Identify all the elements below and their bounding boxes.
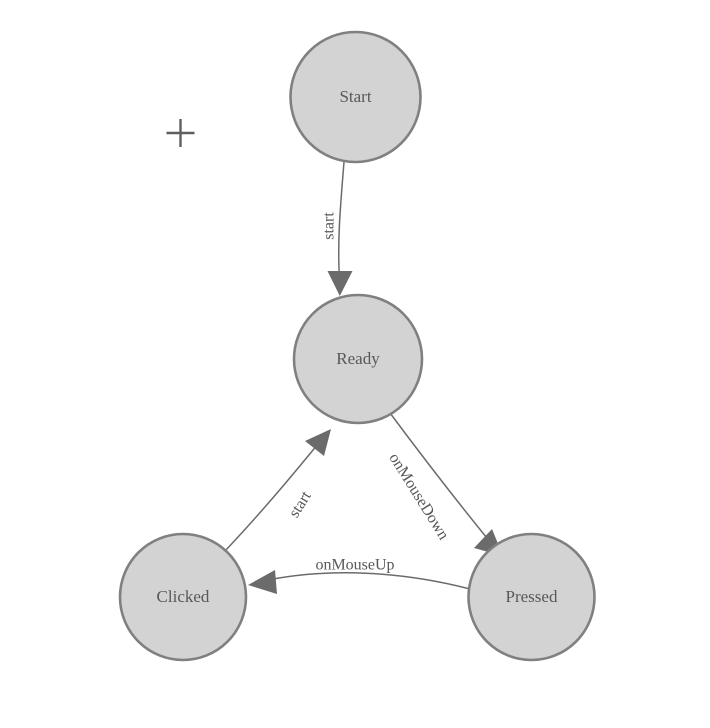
- node-start[interactable]: Start: [289, 30, 422, 164]
- edge-start-to-ready-label: start: [321, 212, 338, 240]
- node-start-label: Start: [339, 87, 371, 106]
- node-ready-circle: [292, 293, 424, 425]
- edge-pressed-to-clicked-path: [267, 572, 471, 590]
- edge-pressed-to-clicked[interactable]: onMouseUp: [248, 557, 471, 594]
- node-start-circle: [289, 30, 422, 164]
- node-pressed[interactable]: Pressed: [467, 532, 596, 662]
- node-clicked[interactable]: Clicked: [118, 532, 248, 662]
- edge-start-to-ready[interactable]: start: [321, 161, 353, 296]
- node-clicked-label: Clicked: [157, 587, 210, 606]
- edge-clicked-to-ready-arrowhead: [305, 429, 331, 456]
- edge-pressed-to-clicked-arrowhead: [248, 570, 277, 594]
- edge-ready-to-pressed[interactable]: onMouseDown: [385, 412, 503, 556]
- edge-clicked-to-ready-label: start: [286, 488, 315, 521]
- edge-start-to-ready-path: [337, 161, 345, 279]
- node-pressed-label: Pressed: [506, 587, 558, 606]
- edge-start-to-ready-arrowhead: [327, 271, 353, 296]
- node-ready-label: Ready: [336, 349, 380, 368]
- edge-ready-to-pressed-path: [389, 412, 492, 544]
- edge-ready-to-pressed-label: onMouseDown: [385, 450, 452, 543]
- edge-pressed-to-clicked-label: onMouseUp: [315, 557, 394, 574]
- node-pressed-circle: [467, 532, 596, 662]
- edge-clicked-to-ready-path: [223, 443, 319, 553]
- edge-clicked-to-ready[interactable]: start: [223, 429, 331, 553]
- node-ready[interactable]: Ready: [292, 293, 424, 425]
- crosshair-icon: [166, 119, 195, 147]
- node-clicked-circle: [118, 532, 248, 662]
